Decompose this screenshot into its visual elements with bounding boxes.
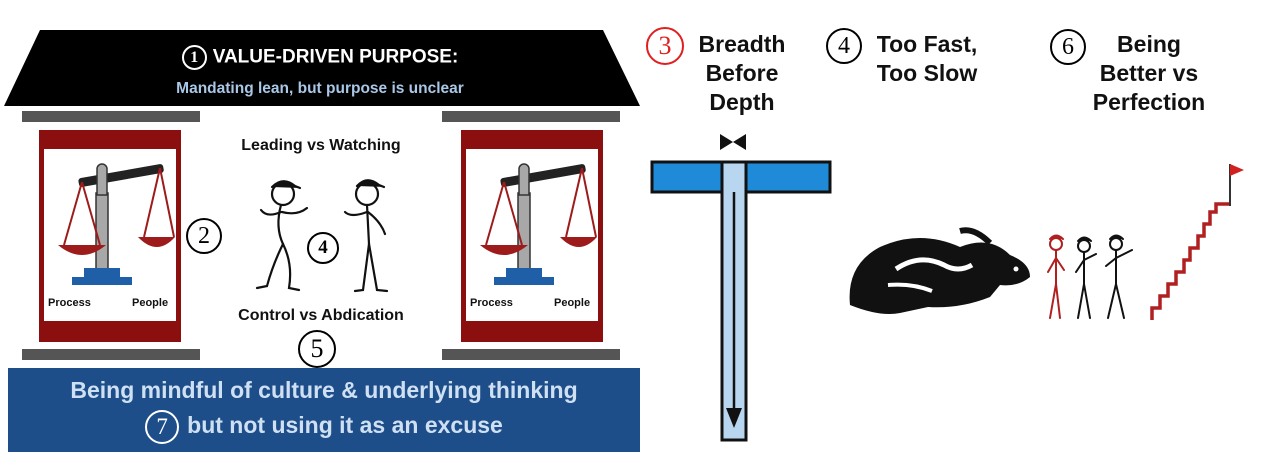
heading-3-line-3: Depth xyxy=(709,89,775,115)
roof-shape xyxy=(4,30,640,106)
roof xyxy=(0,0,640,110)
left-pillar-people-label: People xyxy=(132,297,169,309)
base-number-badge: 7 xyxy=(145,410,180,444)
heading-3: Breadth Before Depth xyxy=(686,30,798,117)
right-pillar-panel: Process People xyxy=(466,149,598,321)
foundation-base: Being mindful of culture & underlying th… xyxy=(8,368,640,452)
roof-title: VALUE-DRIVEN PURPOSE: xyxy=(212,46,459,68)
stairway-flag-icon xyxy=(1047,164,1244,320)
stick-figures-icon xyxy=(255,179,389,293)
marker-2: 2 xyxy=(186,218,222,254)
marker-4: 4 xyxy=(826,28,862,64)
marker-3: 3 xyxy=(646,27,684,65)
left-upper-shelf xyxy=(22,111,200,122)
heading-6: Being Better vs Perfection xyxy=(1075,30,1223,117)
control-vs-abdication-caption: Control vs Abdication xyxy=(238,307,404,324)
roof-subtitle: Mandating lean, but purpose is unclear xyxy=(176,80,464,97)
base-line-2: but not using it as an excuse xyxy=(187,412,503,439)
roof-number-badge: 1 xyxy=(181,45,207,70)
heading-6-line-3: Perfection xyxy=(1092,89,1206,115)
base-line-1: Being mindful of culture & underlying th… xyxy=(70,377,578,403)
balance-scale-icon xyxy=(58,163,175,285)
heading-4-line-1: Too Fast, xyxy=(876,31,978,57)
marker-5: 5 xyxy=(298,330,336,368)
marker-6: 6 xyxy=(1050,29,1086,65)
heading-6-line-1: Being xyxy=(1117,31,1181,57)
left-pillar: Process People xyxy=(39,130,181,342)
base-line-2-row: 7 but not using it as an excuse xyxy=(8,410,640,444)
right-pillar: Process People xyxy=(461,130,603,342)
hare-tortoise-icon xyxy=(849,227,1030,314)
t-shaped-icon xyxy=(650,134,832,442)
heading-6-line-2: Better vs xyxy=(1099,60,1199,86)
heading-3-line-1: Breadth xyxy=(698,31,786,57)
marker-4-center: 4 xyxy=(307,232,339,264)
left-pillar-process-label: Process xyxy=(48,297,91,309)
leading-vs-watching-caption: Leading vs Watching xyxy=(241,137,401,154)
right-pillar-process-label: Process xyxy=(470,297,513,309)
heading-4: Too Fast, Too Slow xyxy=(862,30,992,88)
balance-scale-icon xyxy=(480,163,597,285)
left-pillar-panel: Process People xyxy=(44,149,176,321)
right-pillar-people-label: People xyxy=(554,297,591,309)
right-lower-shelf xyxy=(442,349,620,360)
right-upper-shelf xyxy=(442,111,620,122)
heading-3-line-2: Before xyxy=(705,60,779,86)
heading-4-line-2: Too Slow xyxy=(876,60,978,86)
left-lower-shelf xyxy=(22,349,200,360)
